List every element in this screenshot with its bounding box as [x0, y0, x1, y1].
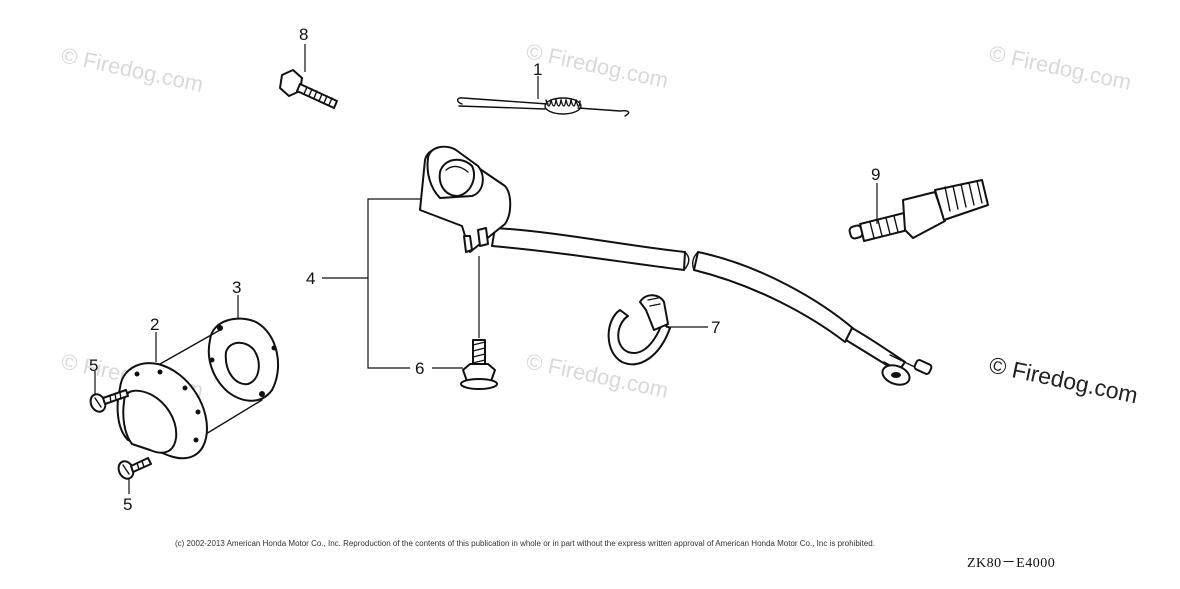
cable-clamp-icon: [607, 294, 671, 366]
callout-1: 1: [533, 60, 542, 79]
callout-5-lower: 5: [123, 495, 132, 514]
screw-washer-icon: [460, 339, 498, 390]
callout-4: 4: [306, 269, 315, 288]
bolt-icon: [279, 69, 338, 109]
callout-7: 7: [711, 318, 720, 337]
gasket-icon: [207, 317, 279, 402]
watermark: © Firedog.com: [59, 42, 206, 97]
callout-8: 8: [299, 25, 308, 44]
callout-3: 3: [232, 278, 241, 297]
watermark: © Firedog.com: [524, 38, 671, 93]
spring-icon: [456, 97, 630, 117]
watermark: © Firedog.com: [987, 40, 1134, 95]
switch-assembly-icon: [419, 145, 933, 386]
watermark-large: © Firedog.com: [987, 351, 1140, 408]
spark-plug-icon: [848, 179, 989, 242]
callout-2: 2: [150, 315, 159, 334]
diagram-code: ZK80－E4000: [967, 556, 1056, 571]
copyright-notice: (c) 2002-2013 American Honda Motor Co., …: [175, 539, 875, 548]
callout-6: 6: [415, 359, 424, 378]
screw-icon: [117, 457, 152, 480]
callout-9: 9: [871, 165, 880, 184]
screw-icon: [89, 389, 129, 413]
switch-housing-icon: [116, 329, 263, 460]
callout-5-upper: 5: [89, 356, 98, 375]
